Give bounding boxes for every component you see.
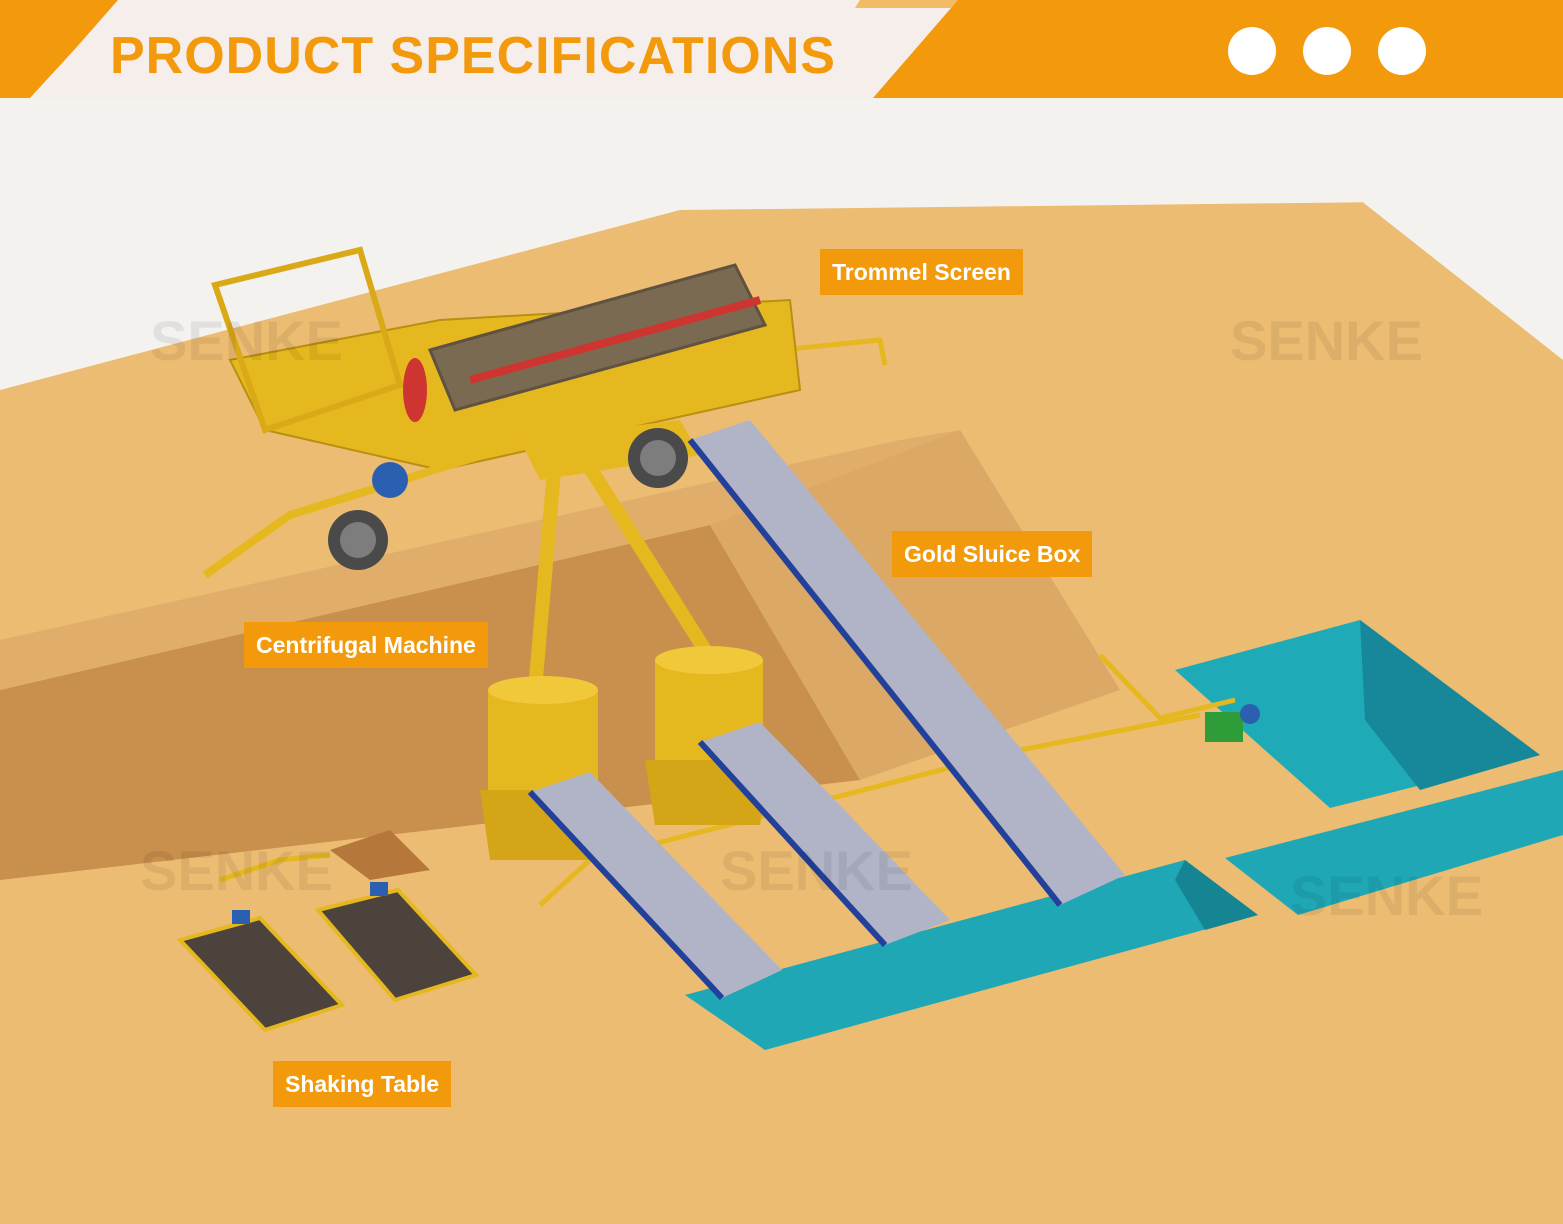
- callout-centrifugal-machine: Centrifugal Machine: [244, 622, 488, 668]
- decorative-dot: [1378, 27, 1426, 75]
- watermark-text: SENKE: [1230, 309, 1423, 372]
- ground-back-edge: [1360, 200, 1563, 360]
- feed-chutes: [528, 456, 711, 691]
- watermark-text: SENKE: [720, 839, 913, 902]
- watermark-text: SENKE: [140, 839, 333, 902]
- watermark-text: SENKE: [1290, 864, 1483, 927]
- decorative-dot: [1303, 27, 1351, 75]
- callout-shaking-table: Shaking Table: [273, 1061, 452, 1107]
- watermark-text: SENKE: [150, 309, 343, 372]
- header-banner: [0, 0, 1563, 115]
- water-pump: [1205, 704, 1260, 742]
- decorative-dot: [1228, 27, 1276, 75]
- gold-sluice-boxes: [527, 420, 1125, 1001]
- shaking-tables: [176, 882, 480, 1033]
- trommel-plant: [202, 246, 802, 579]
- callout-trommel-screen: Trommel Screen: [820, 249, 1023, 295]
- watermark-group: SENKE SENKE SENKE SENKE SENKE: [140, 309, 1483, 927]
- page-title: PRODUCT SPECIFICATIONS: [110, 27, 836, 85]
- settling-ponds: [685, 620, 1563, 1050]
- callout-gold-sluice-box: Gold Sluice Box: [892, 531, 1093, 577]
